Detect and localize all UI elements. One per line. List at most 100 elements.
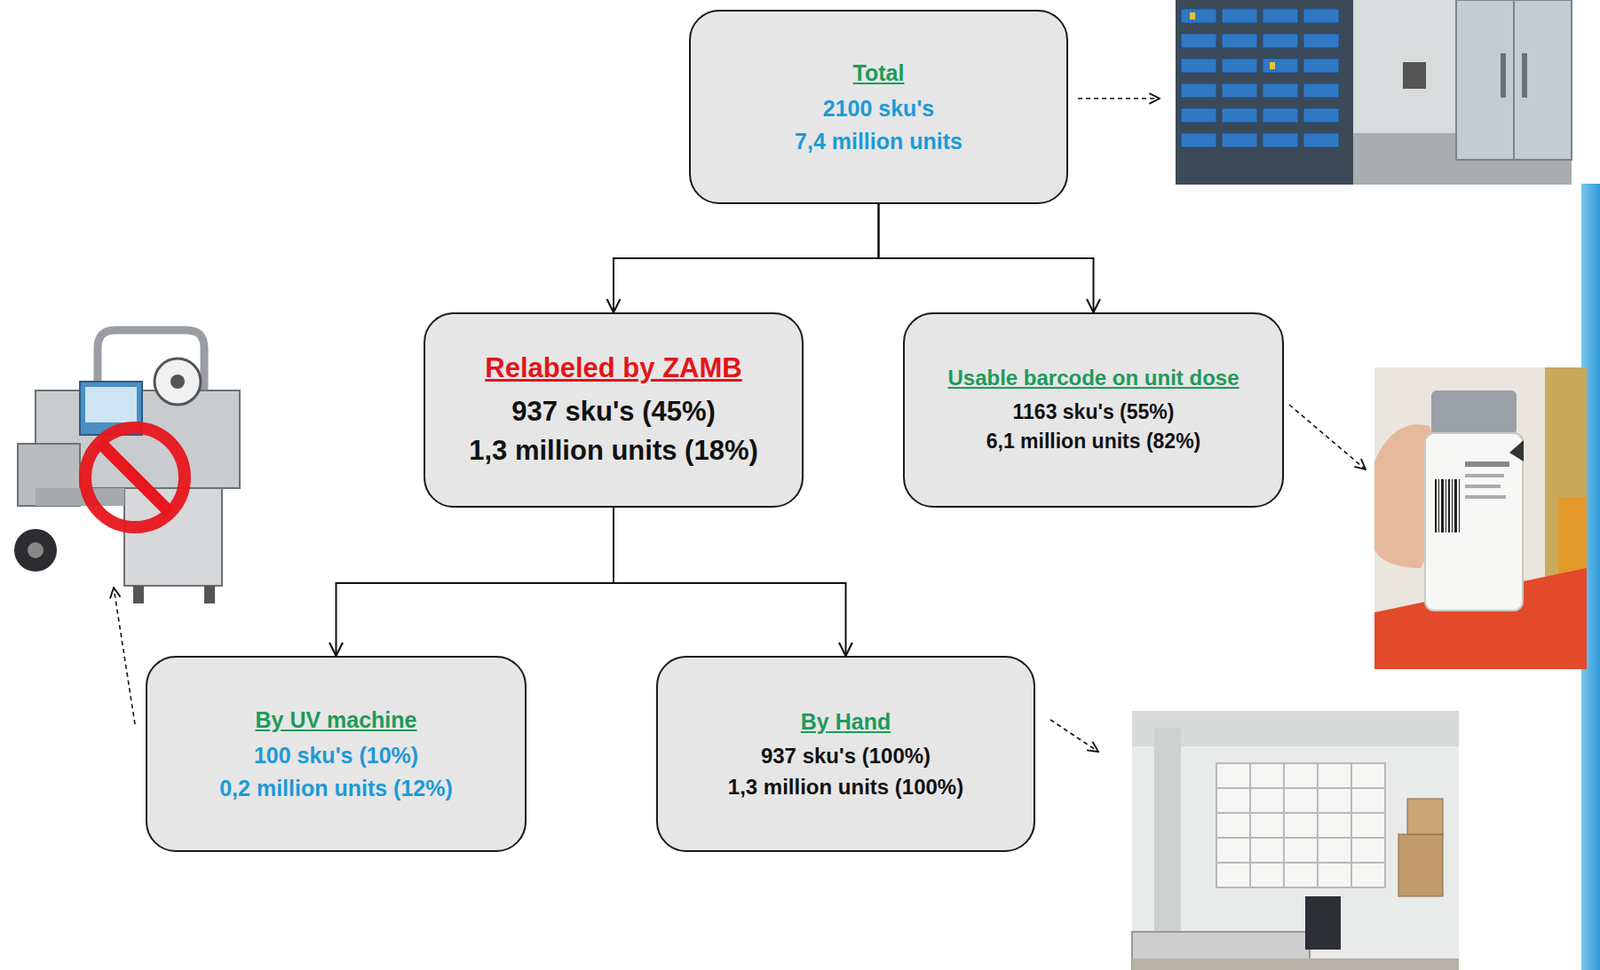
office-photo-part-part [1216,812,1386,815]
flow-connector [336,507,615,657]
shelf-photo-part-part [1262,33,1299,48]
box-heading: Total [853,56,905,89]
shelf-photo-part-part [1221,33,1258,48]
machine-photo-part [133,586,144,604]
office-photo-part [1216,763,1386,888]
vial-photo-part [1465,461,1510,468]
vial-photo-part [1374,367,1587,670]
shelf-photo-part-part [1262,58,1299,73]
leader-arrow [113,587,135,725]
office-photo-part-part [1216,787,1386,790]
office-photo-part-part [1350,763,1353,888]
box-figure: 937 sku's (45%) [511,392,716,433]
box-figure: 1,3 million units (100%) [728,772,964,804]
vial-photo-part [1425,433,1523,611]
shelf-photo-part-part [1303,58,1339,73]
box-figure: 1,3 million units (18%) [468,431,759,472]
vial-photo-part-part [1438,479,1440,533]
shelf-photo-part-part [1180,58,1217,73]
shelf-photo-part-part [1180,33,1217,48]
shelf-photo-part-part [1303,33,1339,48]
shelf-photo-part-part [1221,8,1258,24]
office-photo-part [1132,711,1459,970]
total-box: Total2100 sku's7,4 million units [689,9,1069,205]
vial-photo-part-part [1441,479,1444,533]
office-photo-part [1132,958,1459,970]
shelf-photo-part-part [1303,133,1339,148]
shelf-photo-part-part [1221,58,1258,73]
shelf-photo-part-part [1262,108,1299,123]
machine-photo [14,330,240,604]
vial-photo-part-part [1454,479,1458,533]
shelf-photo-part-part [1262,8,1299,24]
box-figure: 2100 sku's [823,92,935,125]
machine-photo-part [204,586,215,604]
box-figure: 6,1 million units (82%) [986,427,1202,457]
box-figure: 100 sku's (10%) [253,739,419,772]
shelf-photo-part [1175,0,1354,185]
vial-photo-part [1509,440,1524,462]
shelf-photo-part [1500,53,1506,98]
shelf-photo-part [1521,53,1528,98]
box-figure: 0,2 million units (12%) [219,772,453,805]
box-figure: 1163 sku's (55%) [1013,397,1175,428]
shelf-photo-part-part [1303,8,1339,24]
vial-photo-part [1431,390,1517,436]
machine-photo-part [170,374,185,389]
shelf-photo-part-part [1180,83,1217,98]
box-figure: 7,4 million units [794,125,963,158]
leader-arrow [1077,97,1160,100]
relabel-box: Relabeled by ZAMB937 sku's (45%)1,3 mill… [423,312,804,508]
leader-arrow [1289,404,1366,470]
prohibition-sign-part [85,427,185,528]
flow-connector [613,507,847,657]
office-photo-part-part [1316,763,1319,888]
vial-photo-part-part [1458,479,1460,533]
box-heading: Relabeled by ZAMB [484,348,742,389]
office-photo-part-part [1216,862,1386,864]
prohibition-sign [85,427,185,528]
office-photo-part [1305,896,1341,951]
machine-photo-part [35,488,125,507]
vial-photo-part-part [1448,479,1450,533]
office-photo-part [1398,834,1443,897]
flow-connector [879,204,1094,313]
office-photo-part [1407,799,1443,835]
shelf-photo-part [1456,0,1572,160]
shelf-photo-part-part [1221,83,1258,98]
vial-photo-part-part [1434,479,1437,533]
shelf-photo-part [1189,12,1196,20]
office-photo-part-part [1216,837,1386,840]
vial-photo [1374,367,1587,670]
hand-box: By Hand937 sku's (100%)1,3 million units… [656,656,1036,853]
office-photo [1132,711,1459,970]
leader-arrow [1050,720,1099,753]
machine-photo-part [154,358,201,405]
shelf-photo-part [1269,62,1276,70]
shelf-photo-part [1175,0,1572,185]
shelf-photo-part-part [1262,83,1299,98]
machine-box: By UV machine100 sku's (10%)0,2 million … [145,656,527,853]
vial-photo-part-part [1445,479,1447,533]
shelf-photo-part-part [1180,8,1217,24]
shelf-photo-part-part [1262,133,1299,148]
barcode-box: Usable barcode on unit dose1163 sku's (5… [902,312,1284,508]
shelf-photo-part [1180,8,1339,148]
shelf-photo-part [1512,0,1515,160]
vial-photo-part-part [1451,479,1453,533]
machine-photo-part [27,542,44,559]
shelf-photo-part-part [1303,83,1339,98]
machine-photo-part [14,529,57,572]
box-figure: 937 sku's (100%) [760,741,931,773]
vial-photo-part [1465,474,1505,478]
machine-photo-part [85,387,137,423]
box-heading: Usable barcode on unit dose [947,363,1239,395]
shelf-photo [1175,0,1572,185]
flow-connector [613,204,880,313]
shelf-photo-part [1402,62,1426,89]
office-photo-part-part [1283,763,1285,888]
vial-photo-part [1434,479,1460,533]
office-photo-part-part [1249,763,1252,888]
box-heading: By UV machine [254,704,417,737]
